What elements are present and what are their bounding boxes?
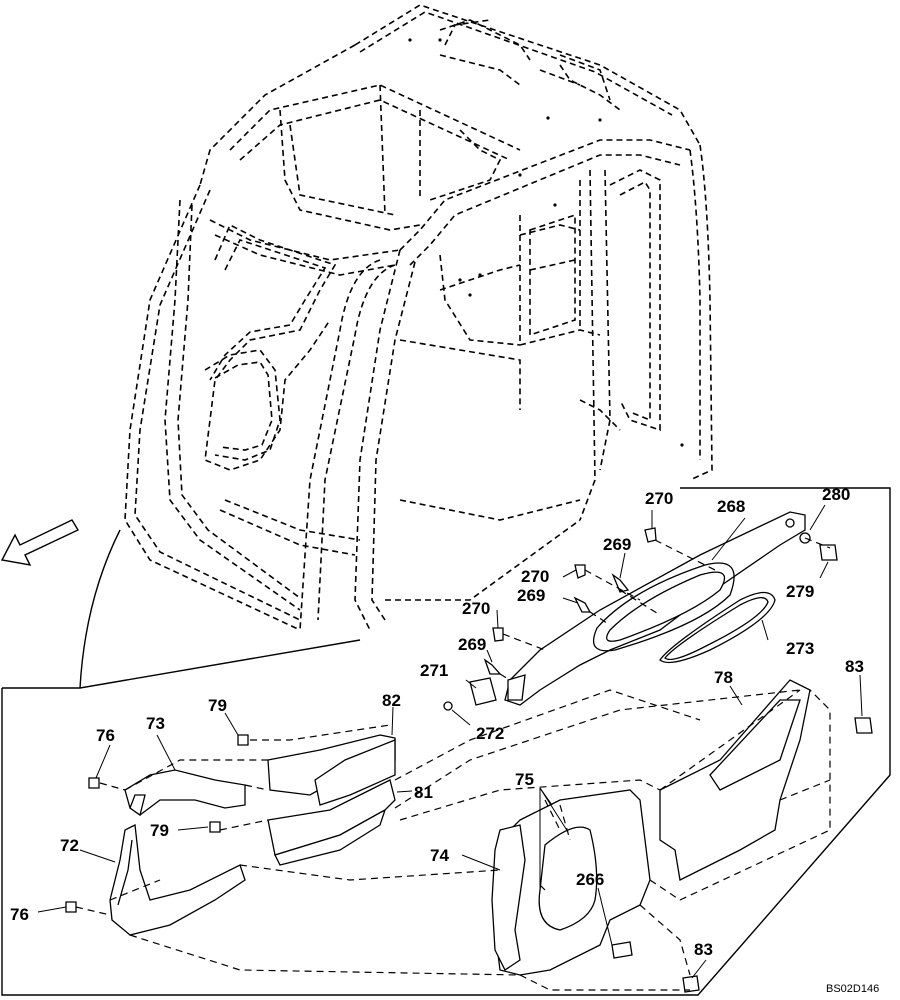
assembly-lines bbox=[75, 537, 831, 991]
clips-269-270 bbox=[65, 527, 873, 993]
label-270-a: 270 bbox=[645, 489, 673, 508]
label-83-a: 83 bbox=[845, 657, 864, 676]
cab-frame bbox=[124, 4, 713, 631]
front-direction-arrow bbox=[0, 519, 79, 566]
panel-78 bbox=[659, 679, 811, 881]
label-270-c: 270 bbox=[462, 599, 490, 618]
label-269-a: 269 bbox=[603, 535, 631, 554]
drawing-code: BS02D146 bbox=[826, 983, 879, 995]
label-268: 268 bbox=[717, 497, 745, 516]
callout-labels: 270 268 280 269 270 269 270 279 273 269 … bbox=[10, 485, 879, 995]
label-279: 279 bbox=[786, 582, 814, 601]
leader-lines bbox=[37, 504, 863, 979]
label-82: 82 bbox=[382, 691, 401, 710]
duct-73 bbox=[124, 769, 246, 817]
label-269-c: 269 bbox=[458, 635, 486, 654]
label-273: 273 bbox=[786, 639, 814, 658]
label-76-a: 76 bbox=[96, 726, 115, 745]
label-72: 72 bbox=[60, 836, 79, 855]
label-271: 271 bbox=[420, 661, 448, 680]
label-75: 75 bbox=[515, 770, 534, 789]
label-81: 81 bbox=[414, 783, 433, 802]
duct-72 bbox=[109, 824, 246, 936]
label-83-b: 83 bbox=[694, 940, 713, 959]
trim-panel-268 bbox=[504, 511, 806, 706]
label-280: 280 bbox=[822, 485, 850, 504]
label-73: 73 bbox=[146, 714, 165, 733]
label-266: 266 bbox=[576, 870, 604, 889]
callout-frame bbox=[1, 487, 891, 996]
label-79-b: 79 bbox=[150, 821, 169, 840]
label-270-b: 270 bbox=[521, 567, 549, 586]
panel-74 bbox=[491, 789, 651, 976]
duct-82 bbox=[267, 734, 396, 806]
weatherstrip-273 bbox=[659, 591, 776, 664]
label-74: 74 bbox=[430, 846, 449, 865]
label-76-b: 76 bbox=[10, 905, 29, 924]
duct-81 bbox=[267, 779, 396, 866]
label-79-a: 79 bbox=[208, 696, 227, 715]
label-272: 272 bbox=[476, 724, 504, 743]
label-269-b: 269 bbox=[517, 586, 545, 605]
label-78: 78 bbox=[714, 668, 733, 687]
